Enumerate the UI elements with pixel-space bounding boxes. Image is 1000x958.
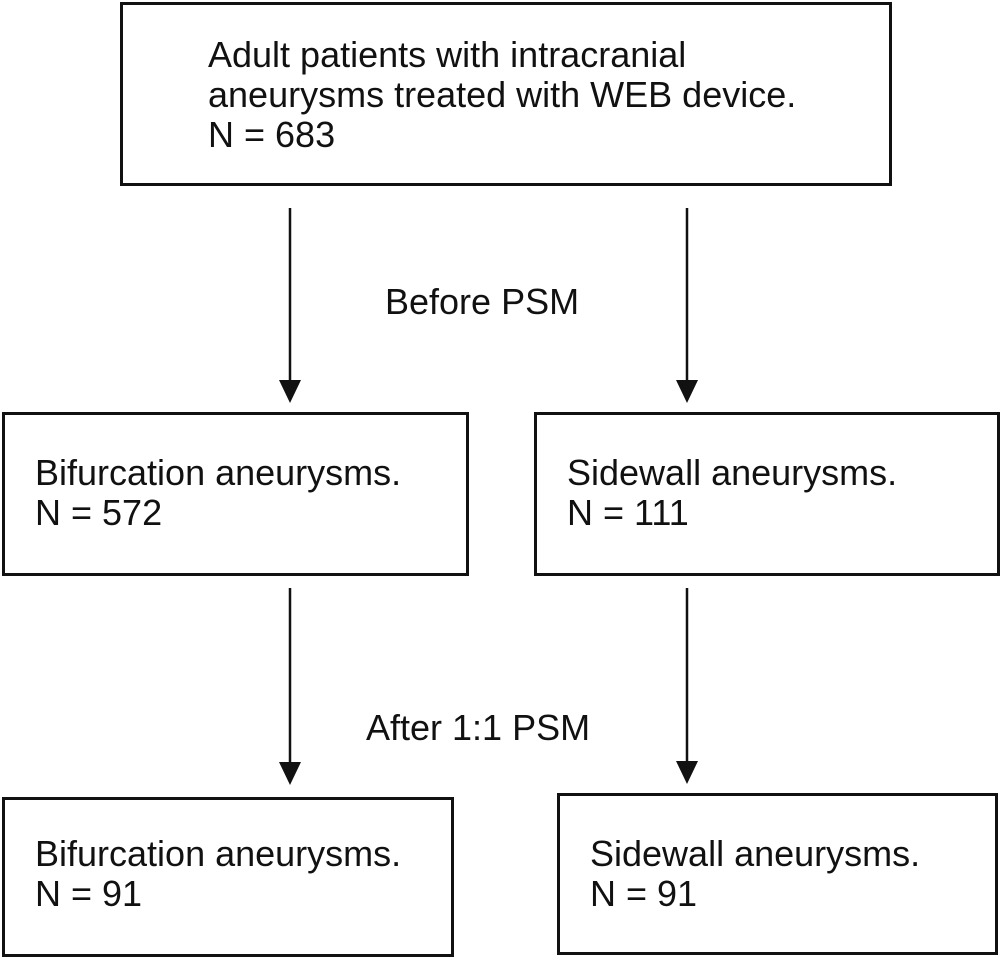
- before-right-title: Sidewall aneurysms.: [567, 452, 898, 493]
- arrow-before-left-to-after-left: [279, 588, 301, 785]
- before-left-title: Bifurcation aneurysms.: [35, 452, 402, 493]
- top-box: Adult patients with intracranial aneurys…: [120, 2, 892, 186]
- arrow-top-to-before-right: [676, 208, 698, 403]
- after-right-count: N = 91: [590, 873, 698, 914]
- after-right-box: Sidewall aneurysms. N = 91: [557, 793, 998, 955]
- top-box-line-2: aneurysms treated with WEB device.: [208, 74, 797, 115]
- top-box-line-3: N = 683: [208, 114, 336, 155]
- after-left-title: Bifurcation aneurysms.: [35, 833, 402, 874]
- arrow-before-right-to-after-right: [676, 588, 698, 784]
- arrow-top-to-before-left: [279, 208, 301, 403]
- stage-label-before-psm: Before PSM: [385, 281, 580, 322]
- after-right-title: Sidewall aneurysms.: [590, 833, 921, 874]
- before-right-box: Sidewall aneurysms. N = 111: [534, 412, 1000, 576]
- before-right-count: N = 111: [567, 492, 689, 533]
- top-box-line-1: Adult patients with intracranial: [208, 34, 687, 75]
- after-left-box: Bifurcation aneurysms. N = 91: [2, 797, 454, 957]
- stage-label-after-psm: After 1:1 PSM: [366, 707, 591, 748]
- before-left-box: Bifurcation aneurysms. N = 572: [2, 412, 469, 576]
- after-left-count: N = 91: [35, 873, 143, 914]
- before-left-count: N = 572: [35, 492, 163, 533]
